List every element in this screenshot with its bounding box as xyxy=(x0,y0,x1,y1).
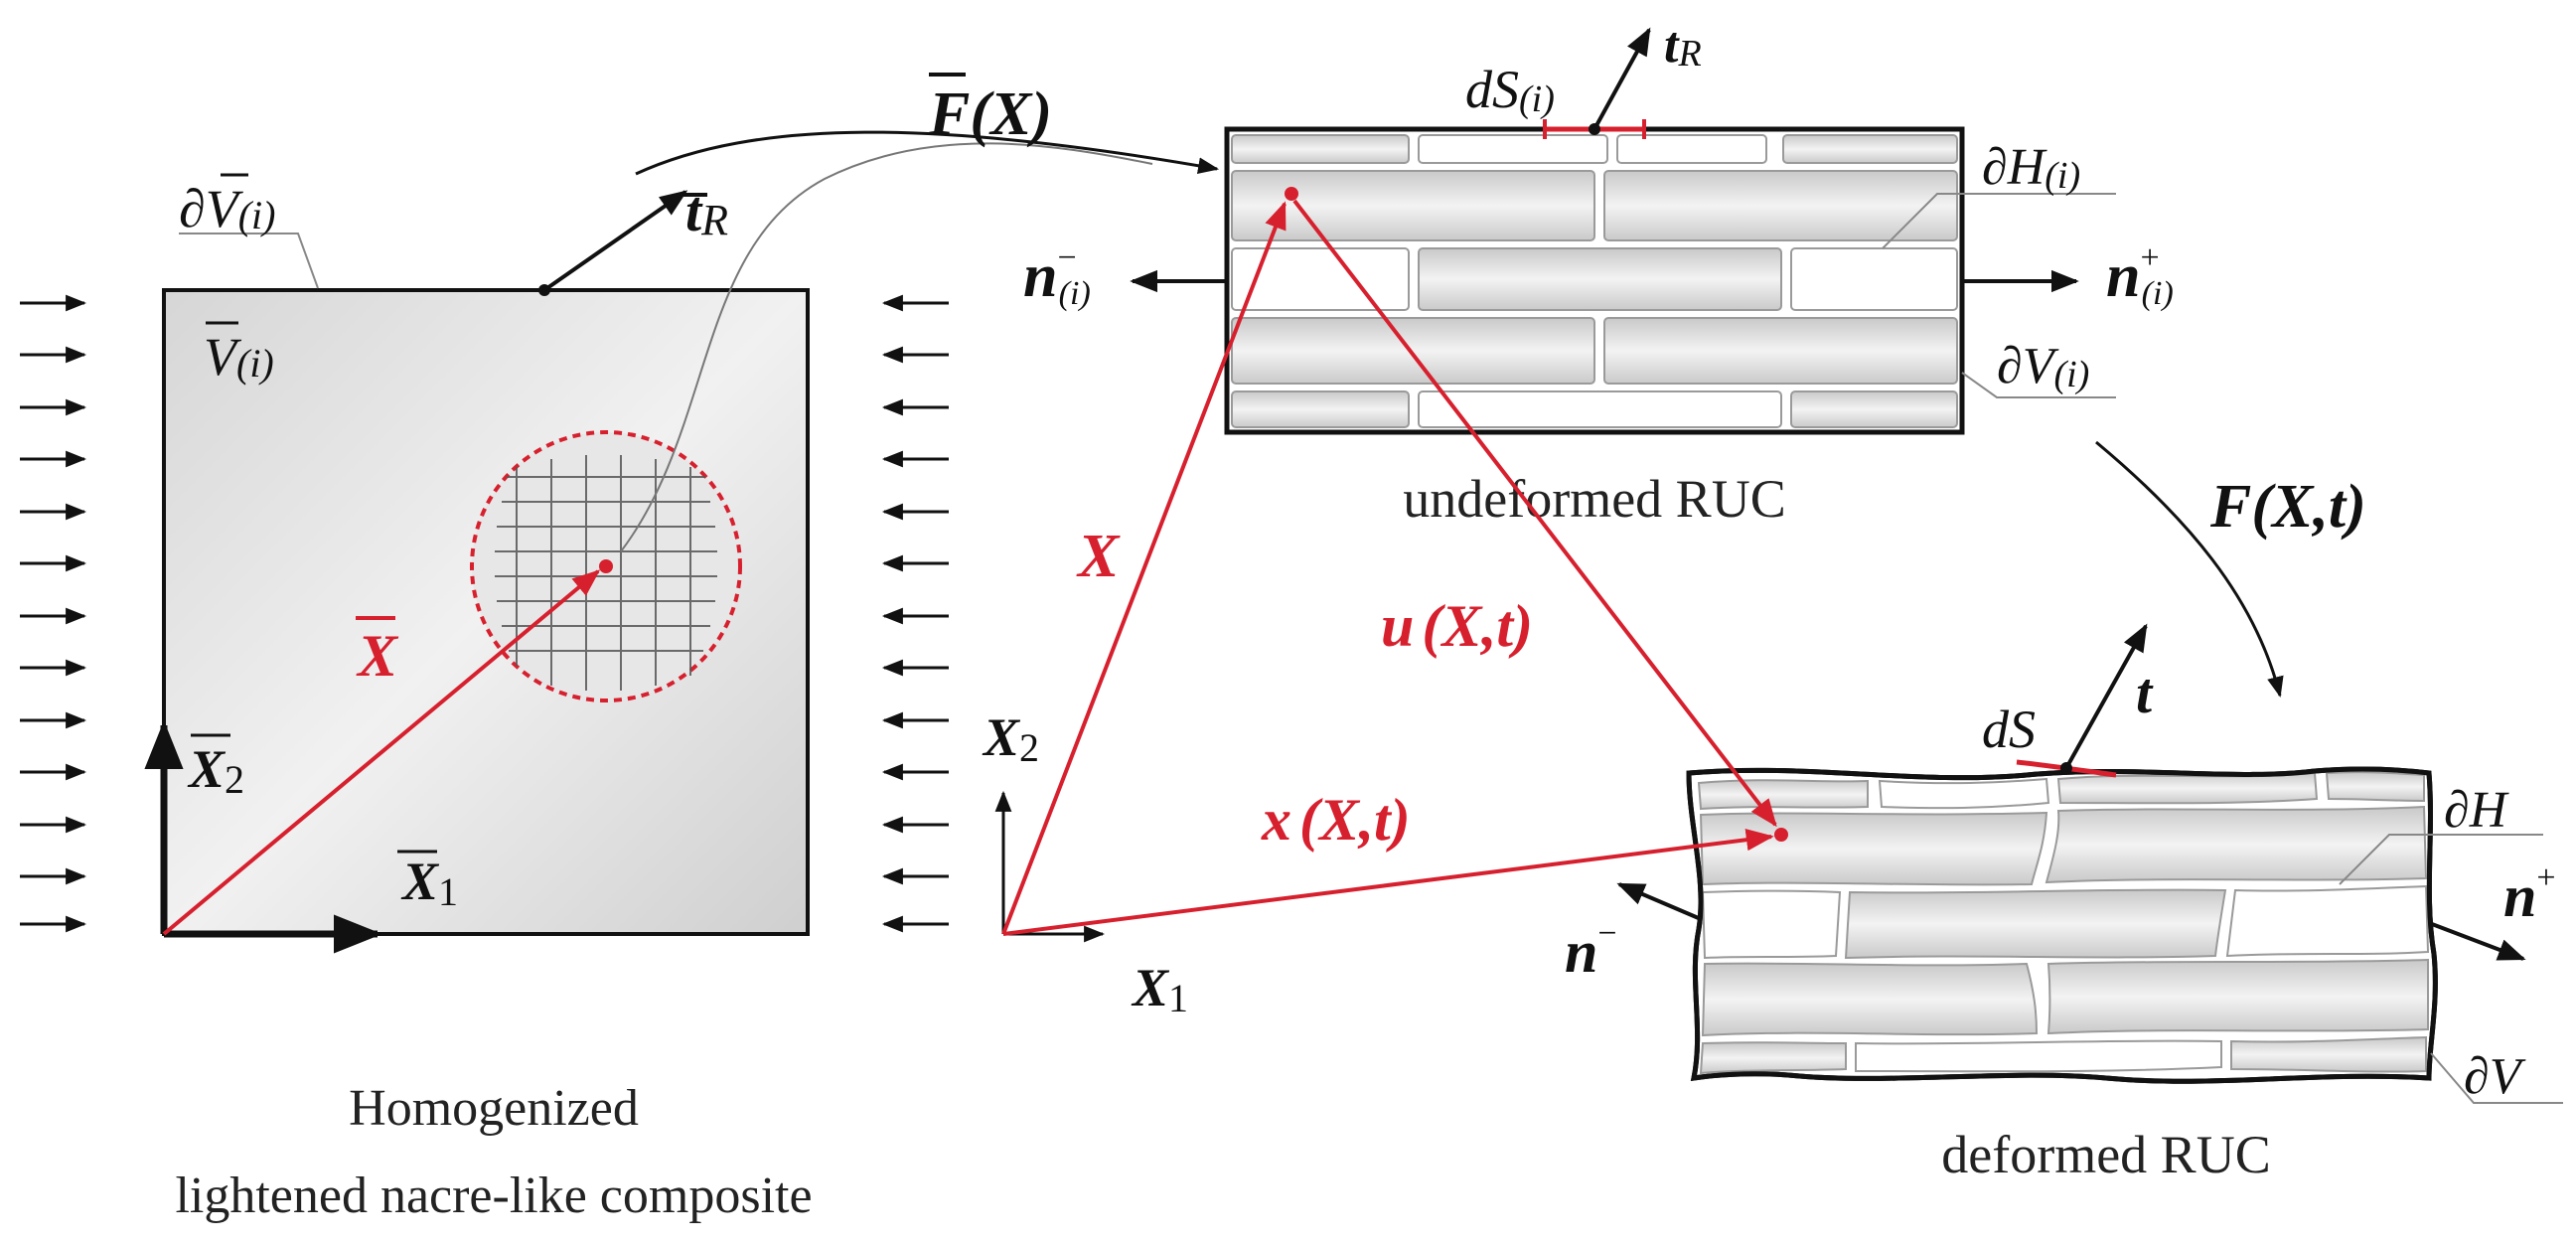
undeformed-dv-leader xyxy=(1961,372,2116,398)
deformed-dh-leader xyxy=(2339,834,2543,885)
traction-label: tR xyxy=(685,179,728,244)
deformed-dv-leader xyxy=(2430,1052,2563,1104)
deformed-caption: deformed RUC xyxy=(1941,1125,2270,1184)
fbar-mapping: F(X) xyxy=(635,73,1220,176)
deformed-dh-label: ∂H xyxy=(2444,782,2509,839)
fbar-label: F(X) xyxy=(928,80,1052,148)
x-position-vector xyxy=(1001,201,1287,935)
deformed-ruc: dS t n− n+ ∂H ∂V deformed RUC xyxy=(1565,623,2563,1184)
position-vector xyxy=(162,569,601,936)
axis-x2-label: X2 xyxy=(187,739,244,802)
undeformed-dh-leader xyxy=(1882,193,2116,249)
undeformed-caption: undeformed RUC xyxy=(1403,469,1785,529)
global-axis-x1-label: X1 xyxy=(1131,958,1188,1020)
zoom-leader-curve xyxy=(620,142,1153,552)
deformed-ds-label: dS xyxy=(1982,700,2036,759)
traction-arrow xyxy=(542,190,688,292)
undeformed-bricks xyxy=(1231,134,1958,428)
deformed-n-minus-arrow xyxy=(1616,882,1702,921)
undeformed-ruc: dS(i) tR n−(i) n+(i) ∂H(i) ∂V(i) undefor… xyxy=(1023,17,2174,529)
axis-x1-label: X1 xyxy=(400,852,458,914)
right-compression-arrows xyxy=(881,294,949,933)
displacement-vector xyxy=(1292,199,1777,828)
undeformed-ds-label: dS(i) xyxy=(1465,60,1555,120)
global-frame: X1 X2 X u(X,t) x(X,t) xyxy=(982,199,1777,1020)
homogenized-caption-line2: lightened nacre-like composite xyxy=(175,1167,812,1224)
f-mapping: F(X,t) xyxy=(2095,440,2366,699)
f-mapping-label: F(X,t) xyxy=(2209,473,2366,541)
boundary-label: ∂V(i) xyxy=(179,179,275,238)
fbar-arrow xyxy=(635,130,1220,176)
left-compression-arrows xyxy=(20,294,87,933)
volume-label: V(i) xyxy=(204,327,274,387)
deformed-n-plus-arrow xyxy=(2431,922,2526,961)
zoom-circle xyxy=(470,430,742,702)
f-mapping-arrow xyxy=(2095,440,2284,699)
undeformed-n-minus-label: n−(i) xyxy=(1023,239,1091,312)
undeformed-dh-label: ∂H(i) xyxy=(1982,139,2080,197)
homogenized-caption-line1: Homogenized xyxy=(349,1080,639,1137)
current-position-vector xyxy=(1002,829,1774,936)
undeformed-n-plus-label: n+(i) xyxy=(2106,239,2174,312)
displacement-label: u(X,t) xyxy=(1381,593,1533,659)
position-vector-label: X xyxy=(356,623,399,689)
deformed-n-plus-label: n+ xyxy=(2503,859,2556,929)
undeformed-dv-label: ∂V(i) xyxy=(1997,338,2089,395)
deformed-bricks xyxy=(1697,771,2430,1075)
boundary-leader xyxy=(179,233,319,289)
deformed-dv-label: ∂V xyxy=(2464,1048,2526,1105)
deformed-traction-label: t xyxy=(2136,661,2154,725)
deformed-n-minus-label: n− xyxy=(1565,915,1617,985)
global-axis-x2-label: X2 xyxy=(982,707,1039,770)
deformed-traction-arrow xyxy=(2064,623,2148,769)
homogenized-panel: tR ∂V(i) V(i) X1 X2 X Homogenized light xyxy=(20,142,1153,1224)
current-position-label: x(X,t) xyxy=(1261,787,1411,853)
undeformed-traction-arrow xyxy=(1592,27,1651,130)
x-position-label: X xyxy=(1076,523,1121,590)
undeformed-traction-label: tR xyxy=(1664,17,1702,75)
